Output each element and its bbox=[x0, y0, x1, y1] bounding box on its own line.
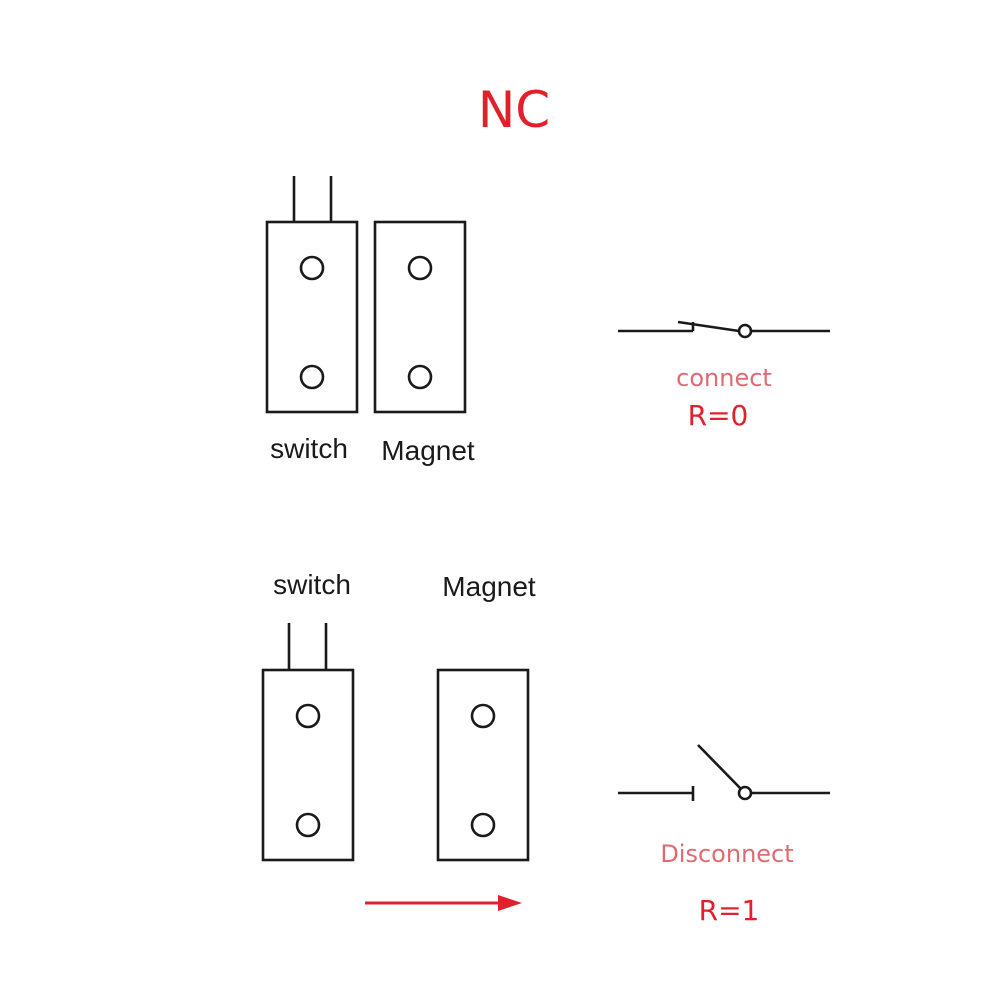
closed-status-text: connect bbox=[676, 364, 772, 392]
closed-switch-symbol bbox=[618, 320, 830, 339]
diagram-title: NC bbox=[478, 81, 550, 139]
open-status-text: Disconnect bbox=[660, 840, 793, 868]
closed-resistance-text: R=0 bbox=[688, 399, 749, 432]
open-switch-body bbox=[261, 623, 355, 862]
closed-magnet-body bbox=[373, 220, 467, 414]
closed-switch-body bbox=[265, 176, 359, 414]
open-resistance-text: R=1 bbox=[699, 894, 760, 927]
open-switch-label: switch bbox=[273, 569, 351, 600]
closed-magnet-label: Magnet bbox=[381, 435, 475, 466]
open-magnet-label: Magnet bbox=[442, 571, 536, 602]
movement-arrow bbox=[365, 895, 522, 911]
open-magnet-body bbox=[436, 668, 530, 862]
closed-state-group: switch Magnet connect R=0 bbox=[265, 176, 830, 466]
open-state-group: switch Magnet Disconnect bbox=[261, 569, 830, 927]
open-switch-symbol bbox=[618, 744, 830, 801]
closed-switch-label: switch bbox=[270, 433, 348, 464]
